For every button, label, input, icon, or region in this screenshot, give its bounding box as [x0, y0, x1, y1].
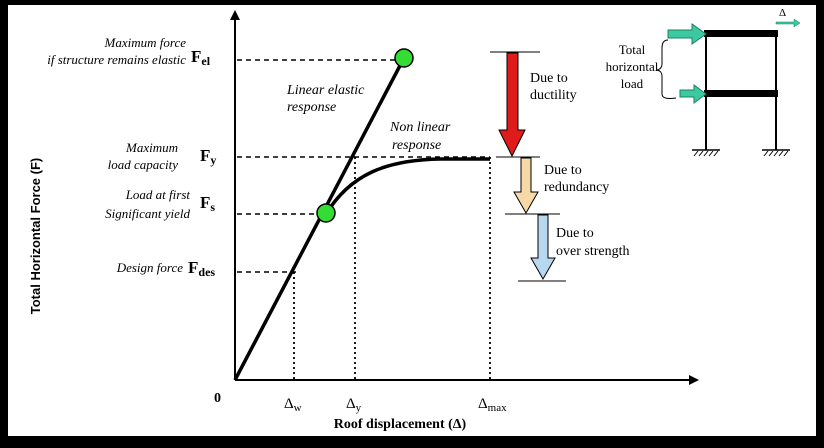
redundancy-label-line1: Due to [544, 163, 582, 178]
fdes-desc: Design force [116, 260, 184, 275]
fel-symbol: Fel [191, 47, 211, 68]
fy-symbol: Fy [200, 146, 216, 167]
nonlinear-label-line1: Non linear [389, 120, 451, 135]
frame-inset: Total horizontal load Δ [606, 7, 801, 157]
x-axis-label: Roof displacement (Δ) [334, 417, 467, 432]
dy-label: Δy [346, 396, 362, 414]
fy-desc-line2: load capacity [108, 157, 179, 172]
origin-label: 0 [214, 391, 221, 406]
fs-symbol: Fs [200, 193, 215, 214]
fel-desc-line2: if structure remains elastic [47, 52, 186, 67]
overstrength-arrow [530, 214, 556, 281]
inset-label-line1: Total [619, 42, 646, 57]
first-yield-marker [316, 203, 336, 223]
overstrength-label-line1: Due to [556, 226, 594, 241]
ductility-label-line1: Due to [530, 71, 568, 86]
fs-desc-line2: Significant yield [105, 206, 190, 221]
linear-label-line1: Linear elastic [286, 83, 365, 98]
ductility-label-line2: ductility [530, 88, 577, 103]
overstrength-label-line2: over strength [556, 244, 629, 259]
dw-label: Δw [284, 396, 302, 414]
fel-desc-line1: Maximum force [104, 35, 187, 50]
dmax-label: Δmax [478, 396, 507, 414]
fy-desc-line1: Maximum [125, 140, 178, 155]
inset-delta-label: Δ [779, 7, 786, 19]
frame-hatch-left [693, 150, 719, 157]
frame-hatch-right [763, 150, 789, 157]
redundancy-arrow [513, 157, 539, 215]
figure-panel [8, 5, 816, 436]
displacement-arrow [775, 18, 801, 28]
fdes-symbol: Fdes [188, 258, 215, 279]
load-arrow-top [667, 23, 707, 45]
nonlinear-curve [324, 157, 490, 215]
ductility-arrow [498, 52, 526, 158]
elastic-max-marker [394, 48, 414, 68]
nonlinear-label-line2: response [392, 138, 441, 153]
frame-mid-beam [704, 90, 778, 97]
load-arrow-mid [679, 84, 707, 104]
load-brace [656, 39, 677, 99]
redundancy-label-line2: redundancy [544, 180, 609, 195]
inset-label-line3: load [621, 76, 644, 91]
linear-label-line2: response [287, 100, 336, 115]
fs-desc-line1: Load at first [125, 187, 191, 202]
y-axis-label: Total Horizontal Force (F) [28, 158, 43, 314]
inset-label-line2: horizontal [606, 59, 659, 74]
frame-top-beam [704, 30, 778, 37]
